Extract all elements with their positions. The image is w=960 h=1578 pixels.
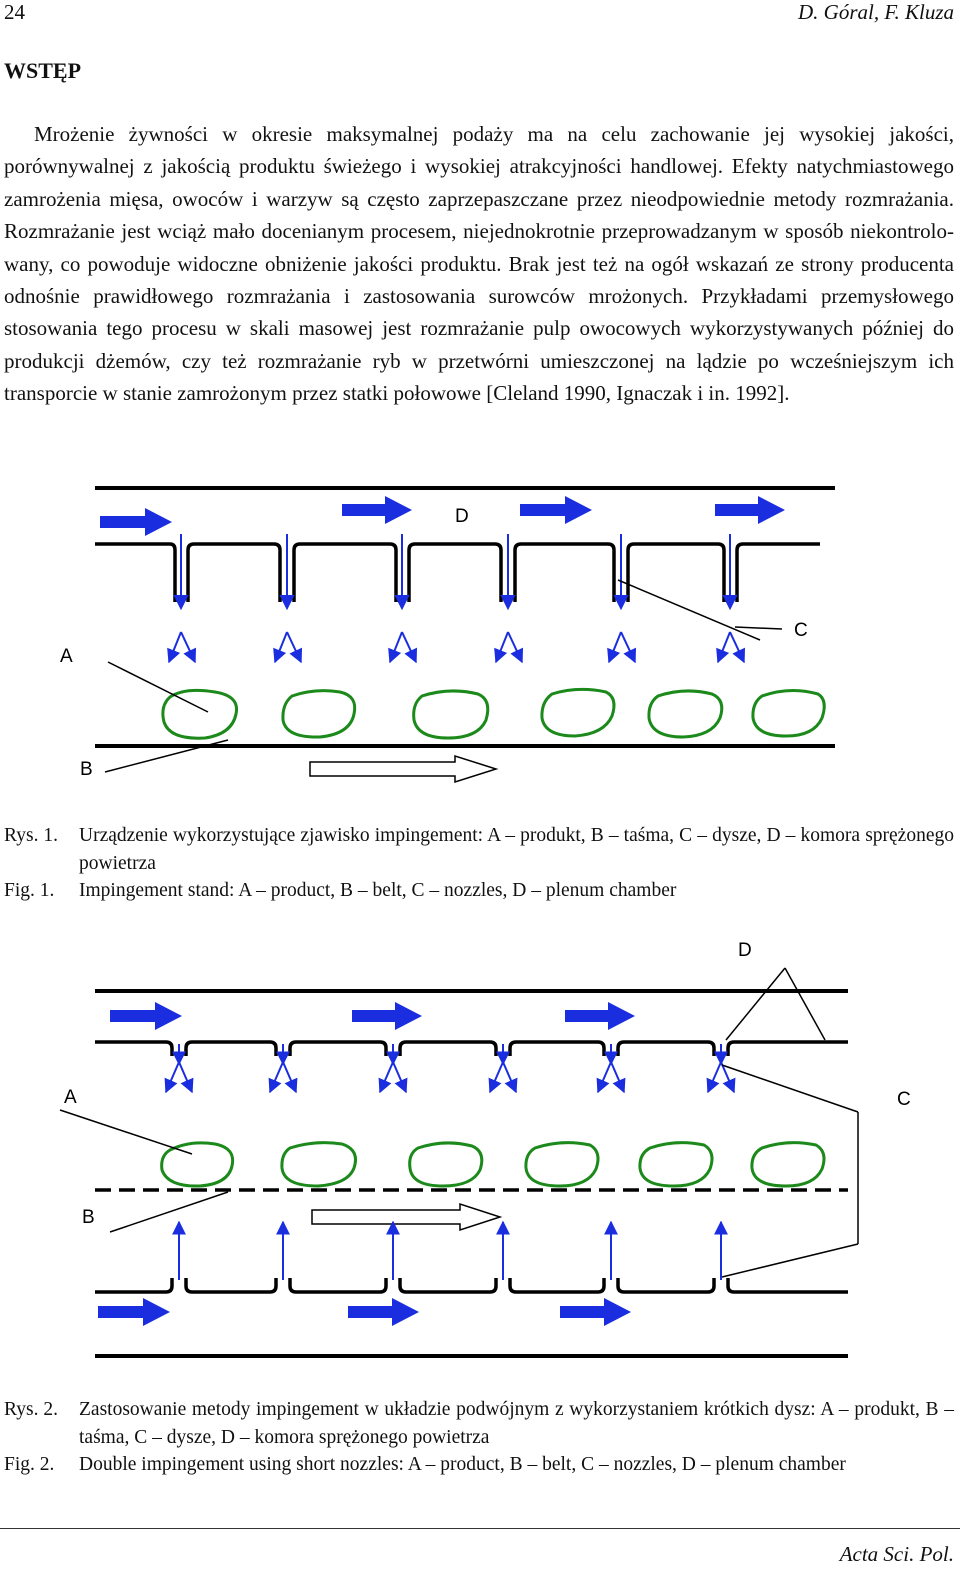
caption-text: Double impingement using short nozzles: … xyxy=(79,1454,846,1475)
lower-air-arrows xyxy=(98,1298,631,1326)
figure-2-captions: Rys. 2. Zastosowanie metody impingement … xyxy=(4,1396,954,1479)
leader-lines xyxy=(104,579,783,773)
label-c: C xyxy=(897,1089,911,1110)
product-piece xyxy=(161,688,239,740)
flow-arrow xyxy=(348,1298,419,1326)
caption-en: Fig. 1. Impingement stand: A – product, … xyxy=(4,877,954,905)
product-piece xyxy=(160,1141,235,1188)
belt-direction-arrow xyxy=(311,1202,503,1232)
running-head-authors: D. Góral, F. Kluza xyxy=(798,0,954,24)
intro-paragraph: Mrożenie żywności w okresie maksymalnej … xyxy=(4,122,954,406)
flow-arrow xyxy=(560,1298,631,1326)
product-piece xyxy=(647,689,724,739)
label-a: A xyxy=(64,1087,77,1108)
caption-pl: Rys. 2. Zastosowanie metody impingement … xyxy=(4,1396,954,1451)
caption-label: Rys. 1. xyxy=(4,825,58,846)
caption-text: Zastosowanie metody impingement w układz… xyxy=(79,1399,954,1448)
flow-arrow xyxy=(715,496,785,524)
label-b: B xyxy=(82,1207,95,1228)
label-b: B xyxy=(80,759,93,780)
product-piece xyxy=(638,1141,714,1188)
caption-pl: Rys. 1. Urządzenie wykorzystujące zjawis… xyxy=(4,822,954,877)
flow-arrow xyxy=(100,508,172,536)
nozzle-jets xyxy=(173,534,738,611)
upper-jets xyxy=(164,1044,736,1094)
figure-2-double-impingement: D C A B xyxy=(59,940,911,1358)
flow-arrow xyxy=(98,1298,170,1326)
label-d: D xyxy=(738,940,752,961)
flow-arrow xyxy=(520,496,592,524)
caption-label: Rys. 2. xyxy=(4,1399,58,1420)
leader-lines xyxy=(59,967,859,1278)
footer-rule xyxy=(0,1528,960,1529)
product-piece xyxy=(540,687,616,738)
upper-air-arrows xyxy=(110,1002,635,1030)
caption-en: Fig. 2. Double impingement using short n… xyxy=(4,1451,954,1479)
product-piece xyxy=(412,689,490,740)
flow-arrow xyxy=(110,1002,182,1030)
air-arrows xyxy=(100,496,785,536)
plenum-bottom-profile xyxy=(95,542,820,602)
caption-label: Fig. 2. xyxy=(4,1454,55,1475)
product-piece xyxy=(280,1141,357,1188)
caption-text: Impingement stand: A – product, B – belt… xyxy=(79,880,677,901)
flow-arrow xyxy=(565,1002,635,1030)
lower-plenum-profile xyxy=(95,1278,848,1294)
product-piece xyxy=(408,1141,484,1188)
caption-text: Urządzenie wykorzystujące zjawisko impin… xyxy=(79,825,954,874)
footer-journal-name: Acta Sci. Pol. xyxy=(839,1542,954,1566)
flow-arrow xyxy=(342,496,412,524)
belt-direction-arrow xyxy=(309,754,499,784)
label-a: A xyxy=(60,646,73,667)
figure-1-captions: Rys. 1. Urządzenie wykorzystujące zjawis… xyxy=(4,822,954,905)
product-piece xyxy=(750,1141,826,1188)
spread-jets xyxy=(167,631,746,664)
upper-plenum-profile xyxy=(95,1040,848,1056)
product-piece xyxy=(524,1141,600,1188)
product-piece xyxy=(751,689,826,738)
section-heading: WSTĘP xyxy=(4,58,82,83)
figure-1-impingement-stand: D C A B xyxy=(60,486,835,784)
lower-jets xyxy=(172,1220,728,1280)
flow-arrow xyxy=(352,1002,422,1030)
page-number: 24 xyxy=(4,0,25,24)
products xyxy=(160,1141,826,1188)
product-piece xyxy=(281,689,357,739)
label-c: C xyxy=(794,620,808,641)
label-d: D xyxy=(455,506,469,527)
caption-label: Fig. 1. xyxy=(4,880,55,901)
products xyxy=(161,687,826,740)
